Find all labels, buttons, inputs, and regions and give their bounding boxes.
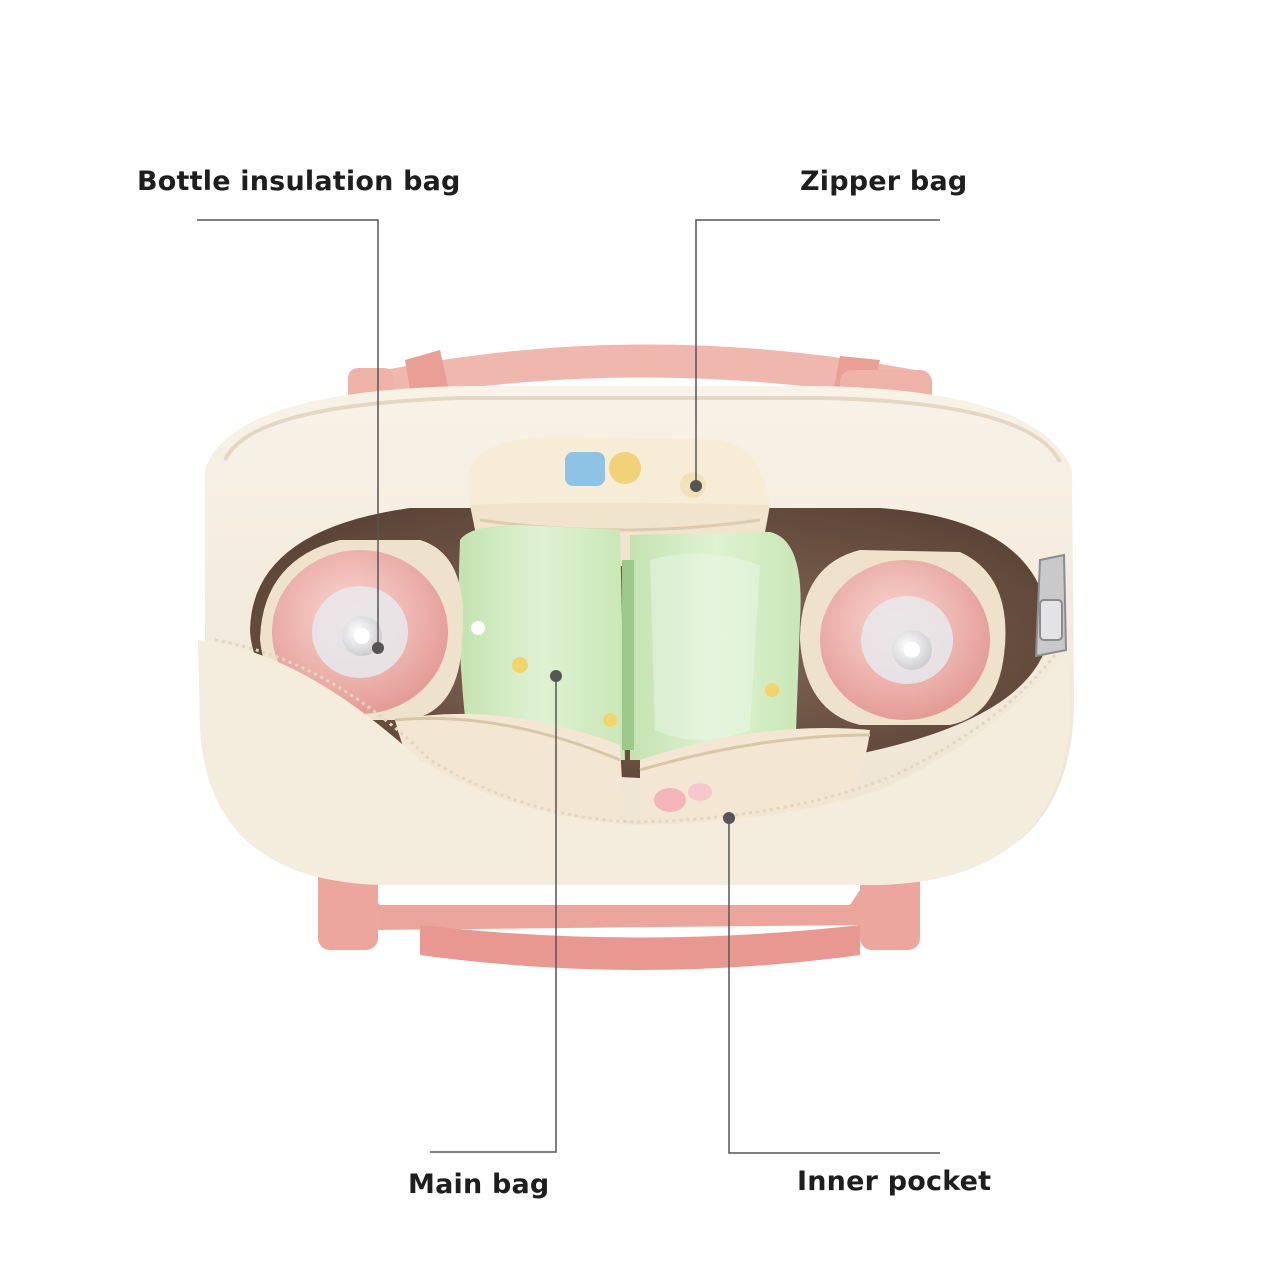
bottom-strap [318, 860, 920, 970]
label-bottle-insulation-bag: Bottle insulation bag [137, 166, 461, 197]
main-bag-diapers [458, 525, 801, 760]
leader-lines [197, 219, 940, 1154]
bottle-insulation-bag-right [800, 550, 1006, 725]
bag-front-flap [198, 638, 1070, 885]
label-zipper-bag: Zipper bag [800, 166, 968, 197]
leader-dots [372, 480, 735, 824]
label-main-bag: Main bag [408, 1169, 550, 1200]
label-inner-pocket: Inner pocket [797, 1166, 992, 1197]
zipper-pull [1034, 553, 1068, 658]
